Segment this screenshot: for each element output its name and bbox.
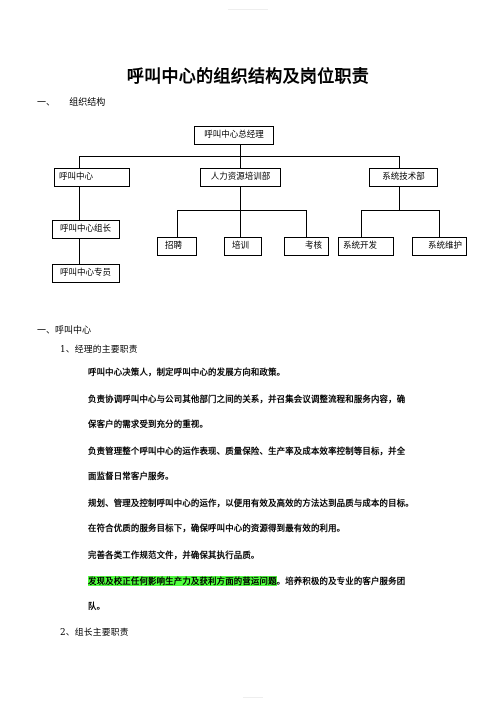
- subheading-manager-duties: 1、经理的主要职责: [60, 345, 138, 355]
- connector: [177, 210, 306, 211]
- page-title: 呼叫中心的组织结构及岗位职责: [126, 67, 370, 87]
- connector: [240, 156, 241, 168]
- connector: [240, 187, 241, 210]
- body-line: 呼叫中心决策人，制定呼叫中心的发展方向和政策。: [88, 367, 286, 377]
- connector: [439, 210, 440, 237]
- body-line-highlighted: 发现及校正任何影响生产力及获利方面的营运问题。培养积极的及专业的客户服务团: [88, 575, 405, 587]
- org-node-system-maint: 系统维护: [412, 237, 467, 256]
- body-line: 完善各类工作规范文件，并确保其执行品质。: [88, 550, 260, 560]
- connector: [79, 239, 80, 264]
- connector: [361, 210, 362, 237]
- highlighted-text: 发现及校正任何影响生产力及获利方面的营运问题: [88, 576, 277, 586]
- connector: [361, 210, 439, 211]
- connector: [79, 156, 80, 168]
- body-line: 队。: [88, 601, 106, 611]
- org-node-general-manager: 呼叫中心总经理: [194, 126, 274, 145]
- body-line: 保客户的需求受到充分的重视。: [88, 419, 209, 429]
- org-node-system-dev: 系统开发: [338, 237, 394, 256]
- body-line: 负责协调呼叫中心与公司其他部门之间的关系，并召集会议调整流程和服务内容，确: [88, 394, 406, 404]
- body-line: 面监督日常客户服务。: [88, 471, 174, 481]
- org-node-recruit: 招聘: [157, 237, 197, 256]
- connector: [177, 210, 178, 237]
- connector: [79, 156, 399, 157]
- org-node-assessment: 考核: [284, 237, 329, 256]
- org-node-call-center: 呼叫中心: [54, 168, 130, 187]
- body-line: 在符合优质的服务目标下，确保呼叫中心的资源得到最有效的利用。: [88, 523, 346, 533]
- connector: [240, 145, 241, 156]
- section-heading-structure: 一、 组织结构: [37, 98, 106, 108]
- org-node-agent: 呼叫中心专员: [52, 264, 120, 283]
- body-line: 负责管理整个呼叫中心的运作表现、质量保险、生产率及成本效率控制等目标，并全: [88, 446, 406, 456]
- connector: [399, 187, 400, 210]
- org-node-team-leader: 呼叫中心组长: [52, 220, 120, 239]
- org-node-training: 培训: [224, 237, 262, 256]
- connector: [306, 210, 307, 237]
- footer-mark: [243, 697, 263, 698]
- org-node-tech-dept: 系统技术部: [369, 168, 438, 187]
- connector: [79, 187, 80, 220]
- connector: [399, 156, 400, 168]
- body-text: 。培养积极的及专业的客户服务团: [276, 576, 406, 586]
- org-node-hr-training: 人力资源培训部: [200, 168, 281, 187]
- header-mark: [228, 9, 268, 10]
- connector: [240, 210, 241, 237]
- section-heading-call-center: 一、呼叫中心: [37, 326, 92, 336]
- subheading-leader-duties: 2、组长主要职责: [60, 628, 129, 638]
- body-line: 规划、管理及控制呼叫中心的运作，以便用有效及高效的方法达到品质与成本的目标。: [88, 498, 414, 508]
